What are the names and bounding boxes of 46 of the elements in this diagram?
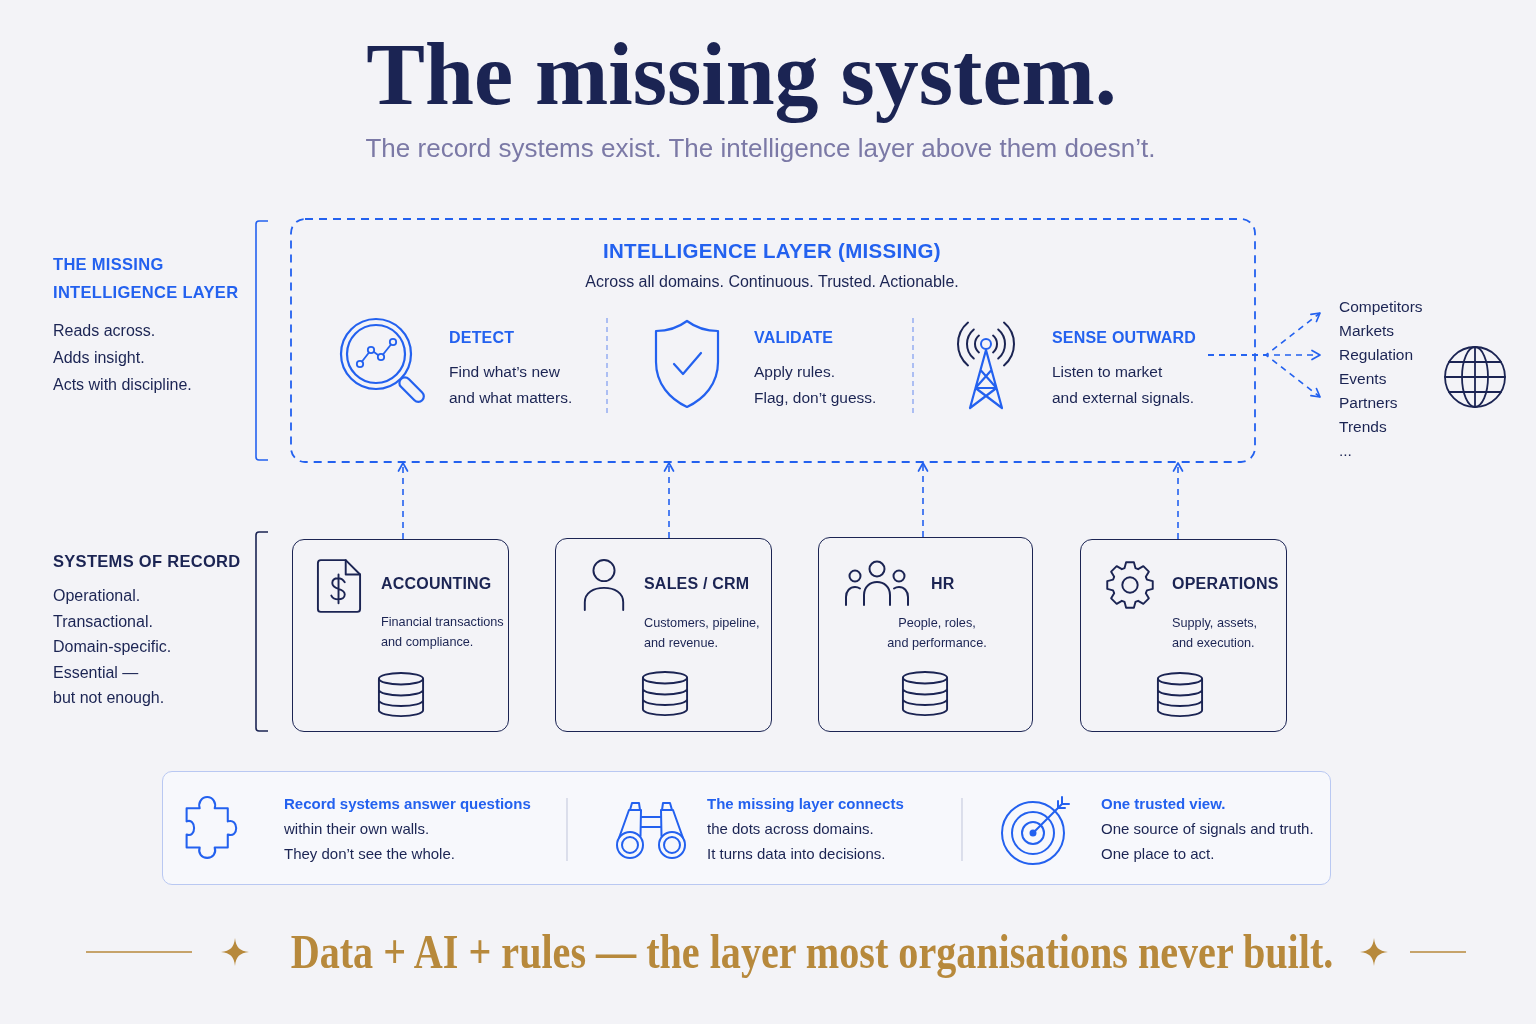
column-heading: DETECT — [449, 328, 515, 348]
card-text: People, roles, and performance. — [887, 614, 987, 652]
insight-panel — [162, 771, 1331, 885]
subtitle: The record systems exist. The intelligence layer above them doesn’t. — [365, 132, 1156, 165]
dashed-arrow — [1207, 354, 1321, 398]
section-text: Operational. Transactional. Domain-specific. Essential — but not enough. — [53, 586, 172, 708]
signal-source: Trends — [1339, 417, 1387, 437]
panel-subtitle: Across all domains. Continuous. Trusted. Actionable. — [585, 272, 959, 292]
signal-source: Events — [1339, 369, 1387, 389]
dashed-panel — [290, 218, 1256, 463]
card-text: Customers, pipeline, and revenue. — [644, 615, 760, 652]
tagline: Data + AI + rules — the layer most organisations never built. — [290, 924, 1333, 980]
signal-source: Competitors — [1339, 297, 1423, 317]
column-text: Find what’s new and what matters. — [449, 362, 573, 408]
record-card — [555, 538, 772, 732]
column-text: Apply rules. Flag, don’t guess. — [754, 362, 877, 408]
card-text: Supply, assets, and execution. — [1172, 615, 1258, 652]
panel-title: INTELLIGENCE LAYER (MISSING) — [603, 238, 941, 264]
signal-source: Regulation — [1339, 345, 1414, 365]
column-heading: VALIDATE — [754, 328, 834, 348]
insight-heading: The missing layer connects — [707, 794, 904, 814]
column-heading: SENSE OUTWARD — [1052, 328, 1196, 348]
signal-source: ... — [1339, 441, 1352, 461]
section-heading: SYSTEMS OF RECORD — [53, 551, 241, 571]
section-text: Reads across. Adds insight. Acts with discipline. — [53, 320, 192, 395]
card-title: HR — [931, 574, 955, 594]
dashed-arrow — [663, 462, 675, 539]
dashed-arrow — [1172, 462, 1184, 540]
insight-text: within their own walls. They don’t see the whole. — [284, 818, 455, 864]
column-text: Listen to market and external signals. — [1052, 362, 1195, 408]
dashed-arrow — [917, 462, 929, 538]
card-title: OPERATIONS — [1172, 574, 1279, 594]
record-card — [292, 539, 509, 732]
card-title: SALES / CRM — [644, 574, 750, 594]
dashed-arrow — [397, 462, 409, 540]
insight-heading: Record systems answer questions — [284, 794, 531, 814]
card-text: Financial transactions and compliance. — [381, 614, 504, 651]
insight-heading: One trusted view. — [1101, 794, 1226, 814]
record-card — [818, 537, 1033, 732]
signal-source: Partners — [1339, 393, 1398, 413]
insight-text: the dots across domains. It turns data into decisions. — [707, 818, 886, 864]
record-card — [1080, 539, 1287, 732]
card-title: ACCOUNTING — [381, 574, 492, 594]
section-heading: THE MISSING INTELLIGENCE LAYER — [53, 254, 239, 303]
insight-text: One source of signals and truth. One place to act. — [1101, 818, 1314, 864]
signal-source: Markets — [1339, 321, 1395, 341]
